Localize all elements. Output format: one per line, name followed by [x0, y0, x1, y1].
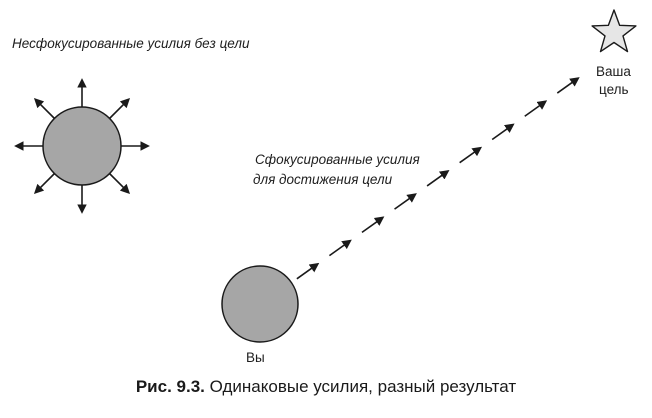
scatter-arrow — [33, 170, 58, 195]
goal-star-icon — [591, 9, 637, 53]
figure-caption: Рис. 9.3. Одинаковые усилия, разный резу… — [0, 377, 652, 397]
focused-arrow-segment — [491, 123, 515, 141]
unfocused-circle — [42, 106, 122, 186]
goal-label-line2: цель — [599, 82, 629, 97]
focused-arrow-segment — [524, 100, 548, 117]
scatter-arrow — [106, 97, 131, 122]
caption-prefix: Рис. 9.3. — [135, 377, 205, 396]
focused-arrow-segment — [459, 146, 483, 164]
focused-arrow-segment — [296, 262, 320, 280]
focused-label-line1: Сфокусированные усилия — [255, 152, 420, 167]
unfocused-label: Несфокусированные усилия без цели — [12, 36, 250, 51]
caption-text: Одинаковые усилия, разный результат — [209, 377, 517, 396]
scatter-arrow — [106, 170, 131, 195]
scatter-arrow — [33, 97, 58, 122]
you-label: Вы — [246, 350, 265, 365]
focused-arrow-segment — [328, 239, 352, 257]
you-circle — [221, 265, 299, 343]
unfocused-arrows — [14, 78, 150, 214]
focused-label-line2: для достижения цели — [253, 172, 393, 187]
focused-arrow-segment — [361, 216, 385, 234]
focused-arrow-segment — [426, 169, 450, 187]
focused-arrow-segment — [556, 77, 580, 94]
focused-dashed-arrows — [296, 77, 580, 280]
goal-label-line1: Ваша — [596, 64, 631, 79]
focused-arrow-segment — [394, 193, 417, 210]
